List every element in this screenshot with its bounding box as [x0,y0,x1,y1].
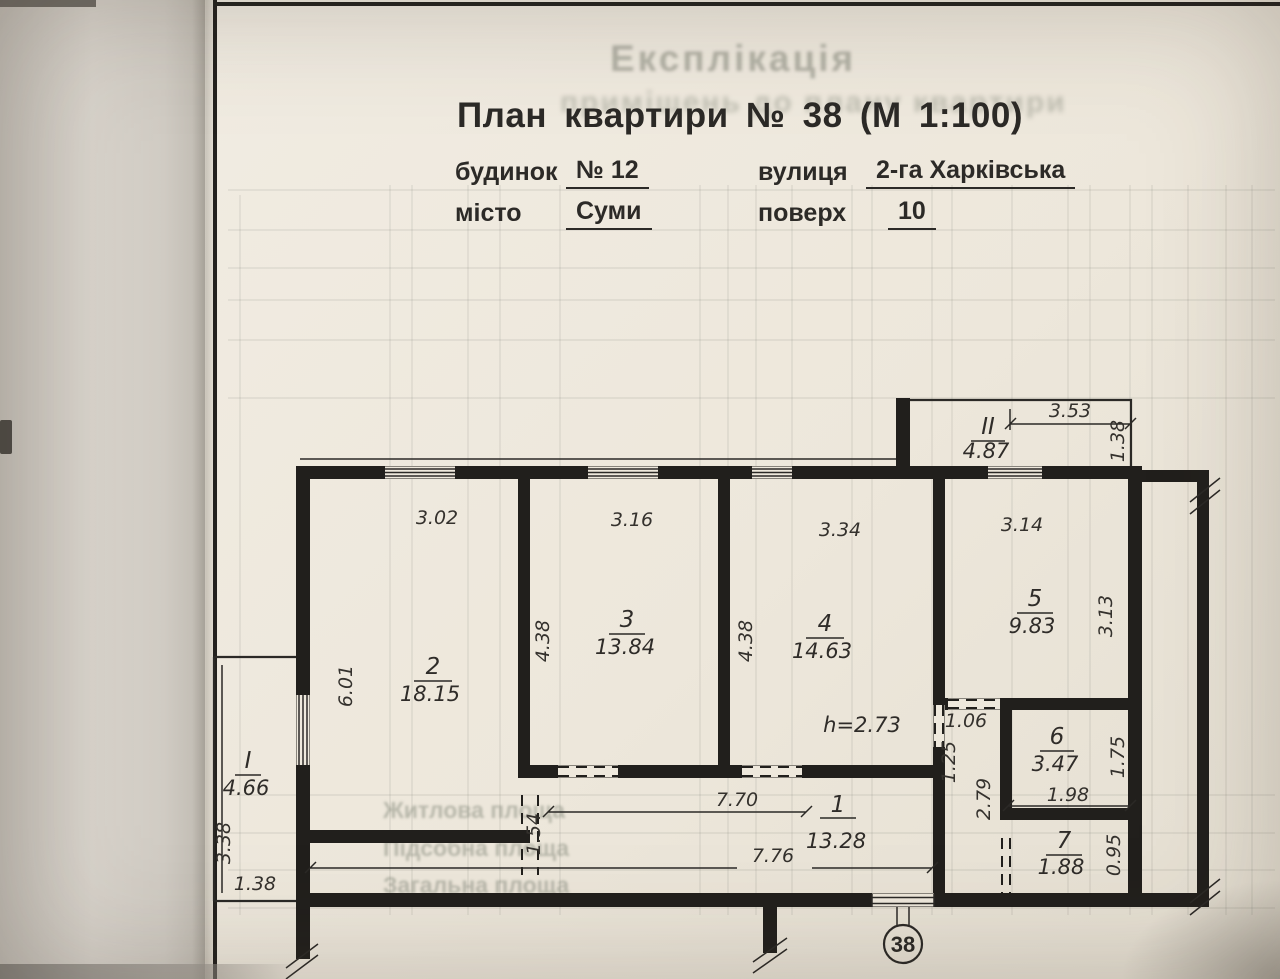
drawing-frame-left [213,0,217,979]
dim-room2-height: 6.01 [335,665,357,707]
room-3-number: 3 [620,607,635,633]
field-label-building: будинок [455,158,558,186]
drawing-frame-top [213,2,1280,6]
wall-break-symbols [285,477,1221,979]
field-value-street: 2-га Харківська [866,156,1076,189]
room-7-area: 1.88 [1038,855,1085,879]
room-6-area: 3.47 [1032,752,1079,776]
balcony-I-number: I [245,748,252,774]
balcony-II-area: 4.87 [963,439,1010,463]
room-1-area: 13.28 [806,829,866,853]
balcony-outlines [212,398,1133,903]
room-2-area: 18.15 [400,682,460,706]
photo-edge-dark [0,0,96,7]
field-label-street: вулиця [758,158,848,186]
room-4-number: 4 [818,611,833,637]
dim-balcony1-width: 1.38 [234,873,276,895]
page-edge-mark [0,420,12,454]
room-7-number: 7 [1057,828,1072,854]
dim-room6-depth: 1.75 [1107,736,1129,778]
dim-top-room3: 3.16 [611,509,653,531]
photo-bottom-left-shadow [0,964,300,979]
apartment-badge: 38 [882,907,924,965]
walls [296,398,1209,959]
dim-room7-depth: 0.95 [1103,834,1125,876]
dim-room6-width: 1.98 [1047,784,1089,806]
balcony-I-area: 4.66 [223,776,270,800]
door-openings [521,698,1011,893]
dim-balcony1-height: 3.38 [213,822,235,864]
dim-room3-height: 4.38 [532,620,554,662]
room-1-number: 1 [831,792,846,818]
dim-vestibule-height1: 1.25 [938,741,960,783]
dim-balcony2-width: 3.53 [1049,400,1091,422]
room-4-area: 14.63 [792,639,852,663]
dimension-lines [304,409,1137,874]
room-6-number: 6 [1050,724,1065,750]
dim-vestibule-width: 1.06 [945,710,987,732]
adjacent-page-edge [0,0,205,979]
field-value-floor: 10 [888,197,936,230]
dim-vestibule-height2: 2.79 [973,778,995,820]
dim-top-room5: 3.14 [1001,514,1043,536]
dim-hall-length2: 7.76 [752,845,794,867]
room-labels: 1 13.28 2 18.15 3 13.84 4 14.63 5 9.83 6… [223,414,1085,879]
room-2-number: 2 [426,654,441,680]
room-5-area: 9.83 [1009,614,1056,638]
dim-top-room2: 3.02 [416,507,458,529]
dim-hall-door: 1.54 [523,813,545,855]
field-label-city: місто [455,199,522,227]
window-symbols [296,466,1042,907]
apartment-number: 38 [891,932,915,957]
field-value-building: № 12 [566,156,649,189]
photo-bottom-right-shadow [1120,879,1280,979]
room-3-area: 13.84 [595,635,655,659]
dim-top-room4: 3.34 [819,519,861,541]
field-value-city: Суми [566,197,652,230]
room-5-number: 5 [1028,586,1043,612]
dim-room4-height: 4.38 [735,620,757,662]
page-title: План квартири № 38 (М 1:100) [456,96,1024,135]
field-label-floor: поверх [758,199,847,227]
ceiling-height-note: h=2.73 [823,713,901,737]
dim-hall-length1: 7.70 [716,789,758,811]
dim-balcony2-depth: 1.38 [1107,420,1129,462]
balcony-II-number: II [981,414,995,440]
dimension-labels: 3.02 3.16 3.34 3.14 3.53 1.38 6.01 4.38 … [213,400,1129,895]
dim-room5-height: 3.13 [1095,595,1117,637]
